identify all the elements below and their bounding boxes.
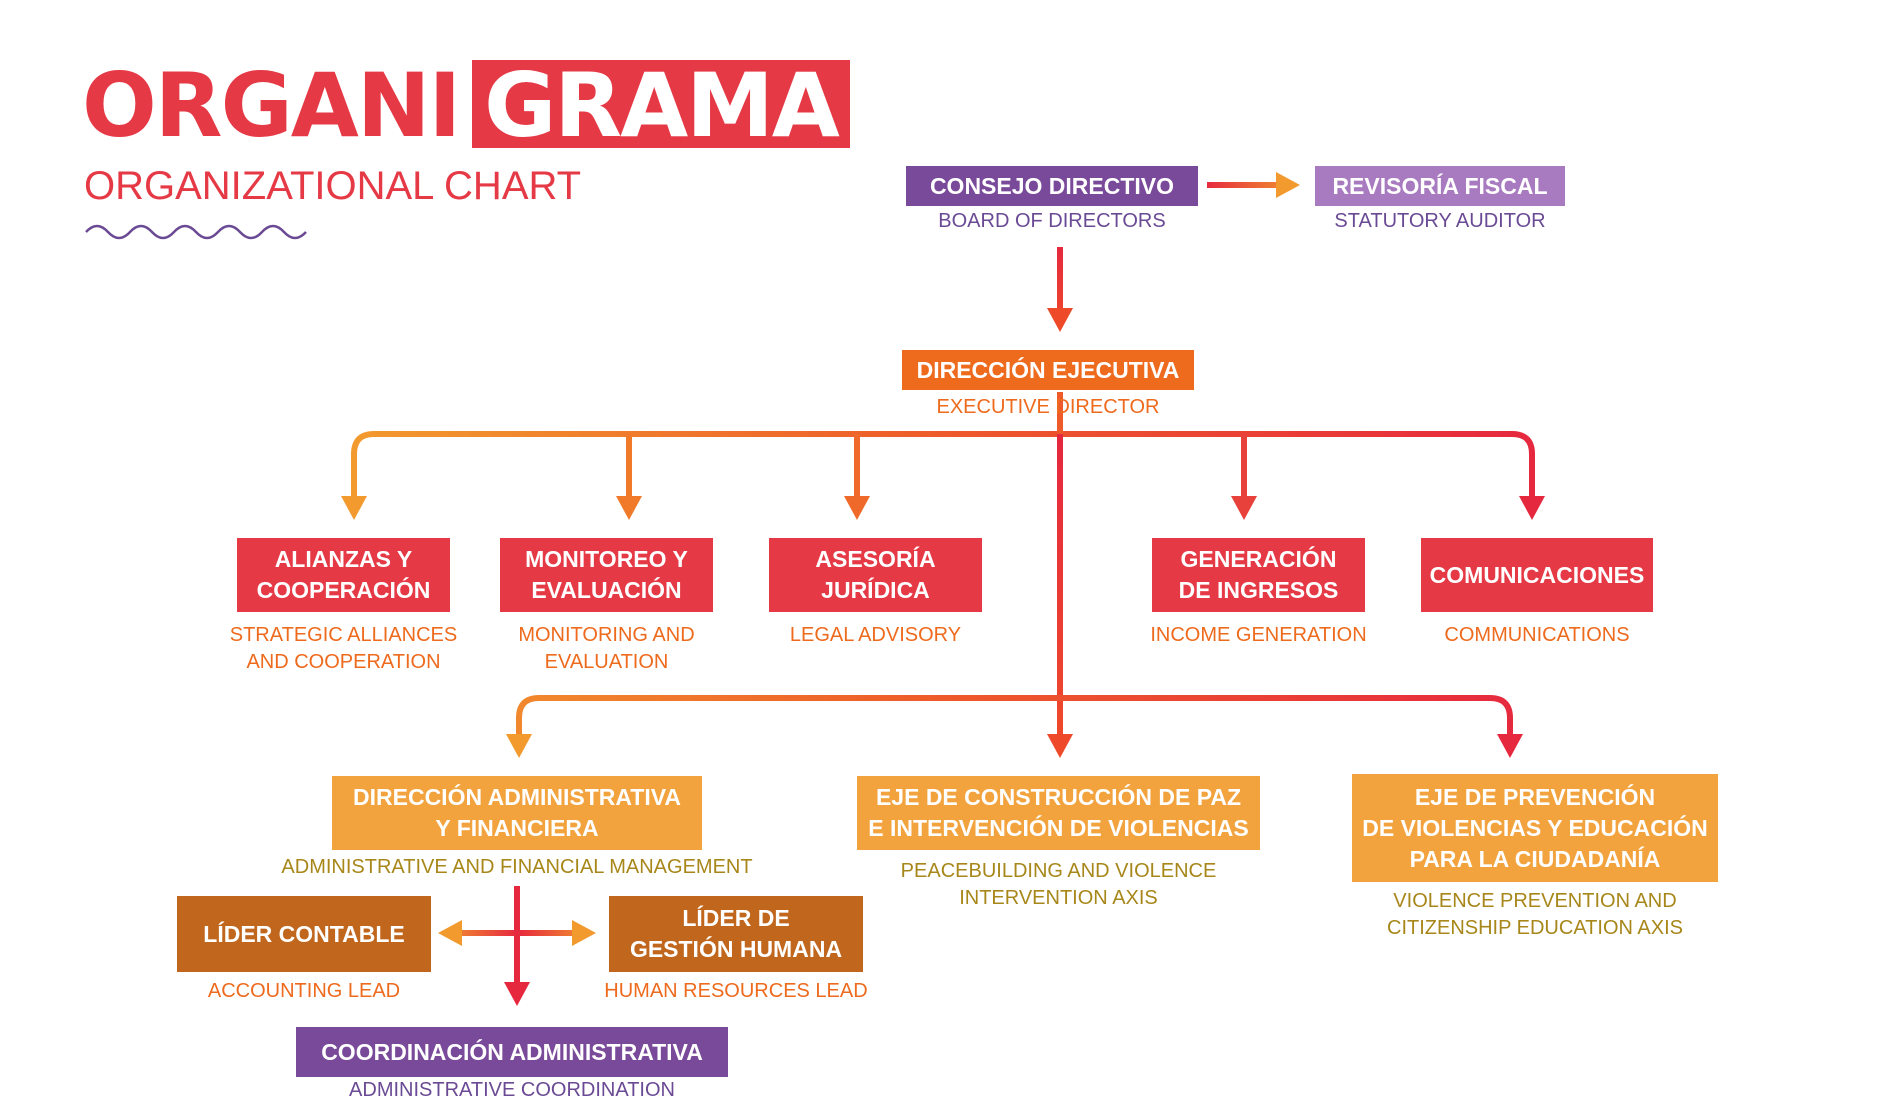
peacebuilding-caption: PEACEBUILDING AND VIOLENCE INTERVENTION …: [900, 860, 1217, 909]
arrow-board-to-executive: [1047, 247, 1073, 332]
legal-box: ASESORÍA JURÍDICA: [769, 538, 982, 612]
arrowheads-second-tier: [506, 734, 1523, 758]
admin-coordination-caption: ADMINISTRATIVE COORDINATION: [349, 1079, 675, 1101]
income-box: GENERACIÓN DE INGRESOS: [1152, 538, 1365, 612]
auditor-caption: STATUTORY AUDITOR: [1334, 210, 1546, 232]
auditor-box: REVISORÍA FISCAL: [1315, 166, 1565, 206]
page-subtitle: ORGANIZATIONAL CHART: [84, 164, 582, 208]
monitoring-box: MONITOREO Y EVALUACIÓN: [500, 538, 713, 612]
hr-box: LÍDER DE GESTIÓN HUMANA: [609, 896, 863, 972]
arrow-board-to-auditor: [1207, 172, 1300, 198]
squiggle-decoration: [85, 224, 307, 240]
accounting-caption: ACCOUNTING LEAD: [207, 980, 401, 1002]
legal-caption: LEGAL ADVISORY: [789, 624, 962, 646]
executive-box: DIRECCIÓN EJECUTIVA: [902, 350, 1194, 390]
admin-coordination-box: COORDINACIÓN ADMINISTRATIVA: [296, 1027, 728, 1077]
peacebuilding-box: EJE DE CONSTRUCCIÓN DE PAZ E INTERVENCIÓ…: [857, 776, 1260, 850]
communications-caption: COMMUNICATIONS: [1444, 624, 1630, 646]
arrowheads-admin-cross: [438, 920, 596, 1006]
arrow-admin-cross: [456, 886, 578, 988]
arrow-executive-to-first-tier: [351, 392, 1535, 502]
title-part-1: ORGANI: [82, 54, 461, 157]
executive-caption: EXECUTIVE DIRECTOR: [936, 396, 1160, 418]
monitoring-caption: MONITORING AND EVALUATION: [518, 624, 695, 673]
alliances-box: ALIANZAS Y COOPERACIÓN: [237, 538, 450, 612]
communications-box: COMUNICACIONES: [1421, 538, 1653, 612]
income-caption: INCOME GENERATION: [1150, 624, 1367, 646]
alliances-caption: STRATEGIC ALLIANCES AND COOPERATION: [229, 624, 458, 673]
accounting-box: LÍDER CONTABLE: [177, 896, 431, 972]
admin-finance-box: DIRECCIÓN ADMINISTRATIVA Y FINANCIERA: [332, 776, 702, 850]
board-caption: BOARD OF DIRECTORS: [938, 210, 1166, 232]
arrowheads-first-tier: [341, 496, 1545, 520]
arrow-executive-to-second-tier: [516, 434, 1513, 740]
prevention-caption: VIOLENCE PREVENTION AND CITIZENSHIP EDUC…: [1387, 890, 1683, 939]
prevention-box: EJE DE PREVENCIÓN DE VIOLENCIAS Y EDUCAC…: [1352, 774, 1718, 882]
hr-caption: HUMAN RESOURCES LEAD: [604, 980, 868, 1002]
admin-finance-caption: ADMINISTRATIVE AND FINANCIAL MANAGEMENT: [281, 856, 753, 878]
board-box: CONSEJO DIRECTIVO: [906, 166, 1198, 206]
title-part-2: GRAMA: [472, 60, 850, 152]
